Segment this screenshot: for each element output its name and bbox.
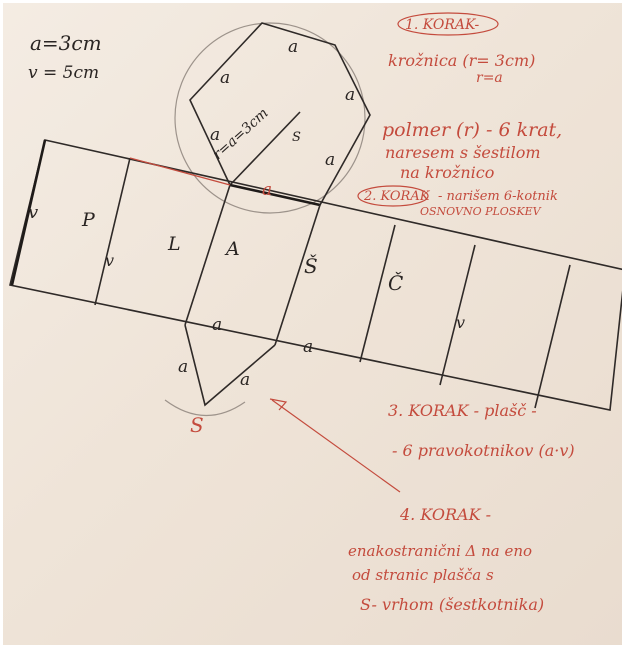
construction-circle xyxy=(174,22,366,214)
net-left-edge xyxy=(10,139,47,286)
label-a-triangle-right: a xyxy=(240,370,250,390)
label-v-right: v xyxy=(456,313,465,332)
net-top-edge-bold xyxy=(229,183,321,207)
step2-line2: OSNOVNO PLOSKEV xyxy=(420,205,542,218)
step2-title: 2. KORAK xyxy=(363,189,431,204)
step4-line2: od stranic plašča s xyxy=(352,566,494,584)
step3-line1: - 6 pravokotnikov (a·v) xyxy=(392,441,575,460)
label-a-red: a xyxy=(262,180,272,200)
label-L: L xyxy=(167,233,181,255)
step2-line1: - narišem 6-kotnik xyxy=(438,189,558,204)
step1-line4: naresem s šestilom xyxy=(385,143,541,162)
radius-line xyxy=(229,111,301,186)
compass-arc xyxy=(164,399,246,417)
step1-title: 1. KORAK- xyxy=(405,17,479,33)
label-S-caron: Š xyxy=(304,254,318,278)
step4-title: 4. KORAK - xyxy=(399,505,491,524)
label-a-left: a xyxy=(220,68,230,88)
given-v: v = 5cm xyxy=(28,63,99,83)
pointer-arrow-line xyxy=(271,399,401,493)
hexagon-base xyxy=(189,22,371,206)
label-a-top: a xyxy=(288,37,298,57)
label-A: A xyxy=(224,238,240,260)
divider-1 xyxy=(94,157,131,306)
pointer-arrowhead xyxy=(269,398,288,411)
step1-line2: r=a xyxy=(476,70,503,86)
label-a-right: a xyxy=(345,85,355,105)
label-a-bottom2: a xyxy=(303,337,313,357)
red-guide-line xyxy=(129,157,231,186)
divider-4 xyxy=(359,224,396,363)
lateral-triangle xyxy=(184,324,276,407)
step4-line3: S- vrhom (šestkotnika) xyxy=(360,595,544,614)
step1-highlight xyxy=(397,12,499,36)
divider-3 xyxy=(274,204,321,346)
divider-2 xyxy=(184,184,231,326)
divider-6 xyxy=(534,264,571,409)
divider-5 xyxy=(439,244,476,386)
given-a: a=3cm xyxy=(30,31,102,55)
label-a-triangle-left: a xyxy=(178,357,188,377)
step2-highlight xyxy=(357,185,429,207)
step1-line1: krožnica (r= 3cm) xyxy=(388,51,535,70)
step1-line5: na krožnico xyxy=(400,163,494,182)
label-apex-S: S xyxy=(190,413,204,437)
label-a-lower-right: a xyxy=(325,150,335,170)
prism-net-outline xyxy=(9,139,625,411)
label-center: S xyxy=(292,130,301,145)
label-v-left: v xyxy=(28,202,38,223)
label-a-bottom1: a xyxy=(212,315,222,335)
label-C-caron: Č xyxy=(388,270,403,295)
label-a-lower-left: a xyxy=(210,125,220,145)
step1-line3: polmer (r) - 6 krat, xyxy=(382,119,562,141)
label-v-second: v xyxy=(105,251,114,270)
step4-line1: enakostranični Δ na eno xyxy=(348,542,532,560)
step3-title: 3. KORAK - plašč - xyxy=(388,401,537,420)
label-P: P xyxy=(81,209,96,231)
